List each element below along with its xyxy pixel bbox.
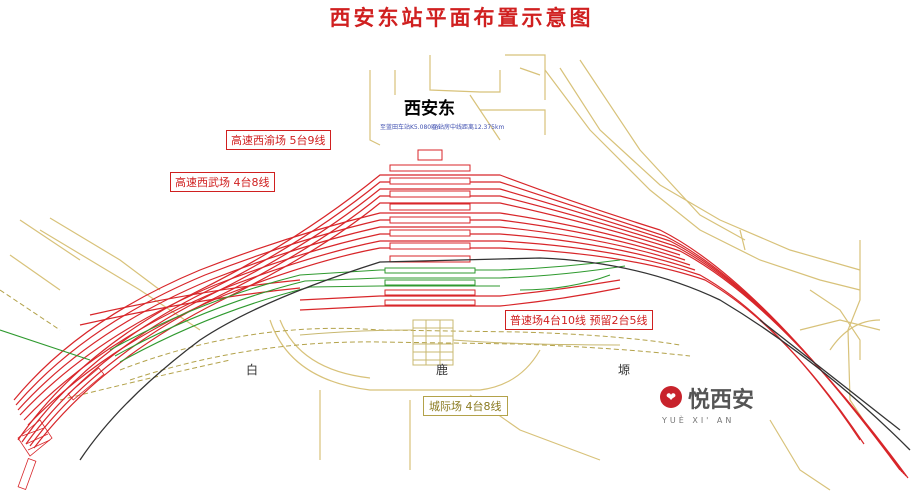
station-name: 西安东	[404, 99, 455, 119]
label-gaosu-xiyu: 高速西渝场 5台9线	[226, 130, 331, 150]
through-line	[79, 257, 911, 461]
area-char-bai: 白	[246, 363, 259, 377]
mileage-left-label: 至蓝田车站K5.080km	[380, 124, 441, 131]
area-char-yuan: 塬	[618, 363, 631, 377]
mileage-right-label: 至站房中线距离12.375km	[432, 124, 505, 131]
hatch-block	[17, 419, 53, 457]
road-outlines	[9, 54, 881, 491]
label-chengji: 城际场 4台8线	[423, 396, 508, 416]
side-label-boxes	[17, 367, 105, 490]
diagram-title: 西安东站平面布置示意图	[329, 5, 594, 30]
watermark-pinyin: YUÈ XI' AN	[662, 416, 735, 425]
platforms-high-speed	[384, 149, 476, 306]
area-char-lu: 鹿	[436, 363, 449, 377]
platforms-conventional	[384, 267, 476, 286]
label-gaosu-xiwu: 高速西武场 4台8线	[170, 172, 275, 192]
intercity-yard	[299, 319, 621, 366]
watermark-brand: 悦西安	[688, 388, 755, 413]
label-pusu: 普速场4台10线 预留2台5线	[505, 310, 653, 330]
heart-pin-icon: ❤	[660, 386, 682, 408]
